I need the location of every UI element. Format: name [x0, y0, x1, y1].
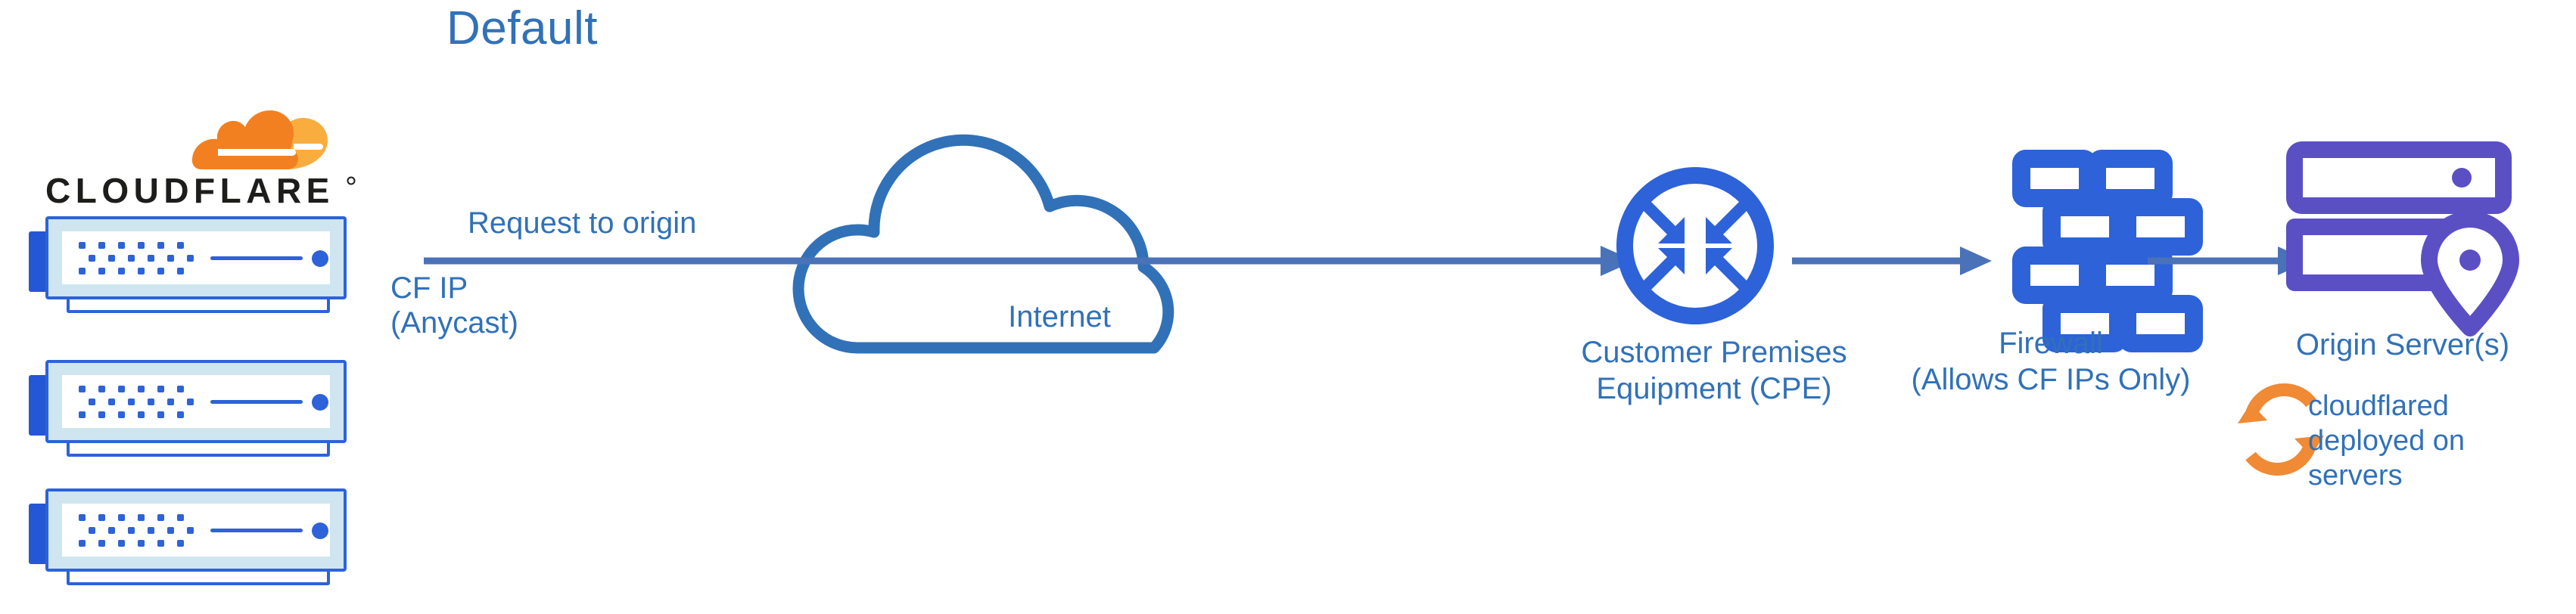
server-front-panel [62, 231, 330, 284]
cloudflare-logo: CLOUDFLARE [45, 97, 363, 210]
brick-wall-icon [2012, 150, 2203, 352]
server-vent-dots [79, 242, 194, 275]
cf-ip-line-2: (Anycast) [390, 306, 518, 340]
origin-server-pin-icon [2286, 141, 2519, 336]
cpe-label: Customer Premises Equipment (CPE) [1555, 334, 1873, 407]
server-base [67, 440, 330, 457]
server-chassis [45, 488, 347, 572]
router-expand-icon [1616, 167, 1774, 324]
cf-ip-label: CF IP (Anycast) [390, 271, 518, 340]
server-base [67, 296, 330, 313]
server-status-bar [210, 400, 303, 404]
server-unit [29, 212, 347, 313]
svg-text:CLOUDFLARE: CLOUDFLARE [45, 171, 334, 210]
server-power-led [312, 394, 328, 411]
server-chassis [45, 360, 347, 443]
server-base [67, 569, 330, 585]
internet-label: Internet [1008, 300, 1111, 333]
request-arrow [424, 246, 1635, 276]
firewall-label-line-1: Firewall [1999, 327, 2103, 360]
page-title: Default [446, 2, 598, 54]
cpe-label-line-2: Equipment (CPE) [1596, 372, 1832, 405]
server-front-panel [62, 375, 330, 428]
server-unit [29, 355, 347, 457]
cpe-to-firewall-arrow [1792, 247, 1992, 275]
server-vent-dots [79, 514, 194, 547]
cloudflared-note-line-2: deployed on [2308, 425, 2466, 457]
firewall-label: Firewall (Allows CF IPs Only) [1884, 325, 2217, 398]
cloudflare-wordmark: CLOUDFLARE [45, 171, 356, 210]
server-power-led [312, 523, 328, 539]
cf-ip-line-1: CF IP [390, 271, 468, 305]
server-front-panel [62, 504, 330, 557]
firewall-to-origin-arrow [2148, 247, 2310, 275]
server-unit [29, 484, 347, 585]
server-vent-dots [79, 386, 194, 419]
server-status-bar [210, 529, 303, 532]
cpe-label-line-1: Customer Premises [1581, 336, 1847, 369]
cloudflare-cloud-mark [191, 110, 328, 169]
origin-server-label: Origin Server(s) [2295, 328, 2510, 361]
cloudflared-note-line-1: cloudflared [2308, 390, 2449, 422]
request-to-origin-label: Request to origin [468, 206, 697, 240]
server-status-bar [210, 256, 303, 260]
firewall-label-line-2: (Allows CF IPs Only) [1911, 363, 2191, 396]
server-power-led [312, 250, 328, 267]
server-chassis [45, 216, 347, 299]
cloudflared-annotation: cloudflared deployed on servers [2308, 389, 2528, 493]
cloudflared-note-line-3: servers [2308, 460, 2403, 492]
